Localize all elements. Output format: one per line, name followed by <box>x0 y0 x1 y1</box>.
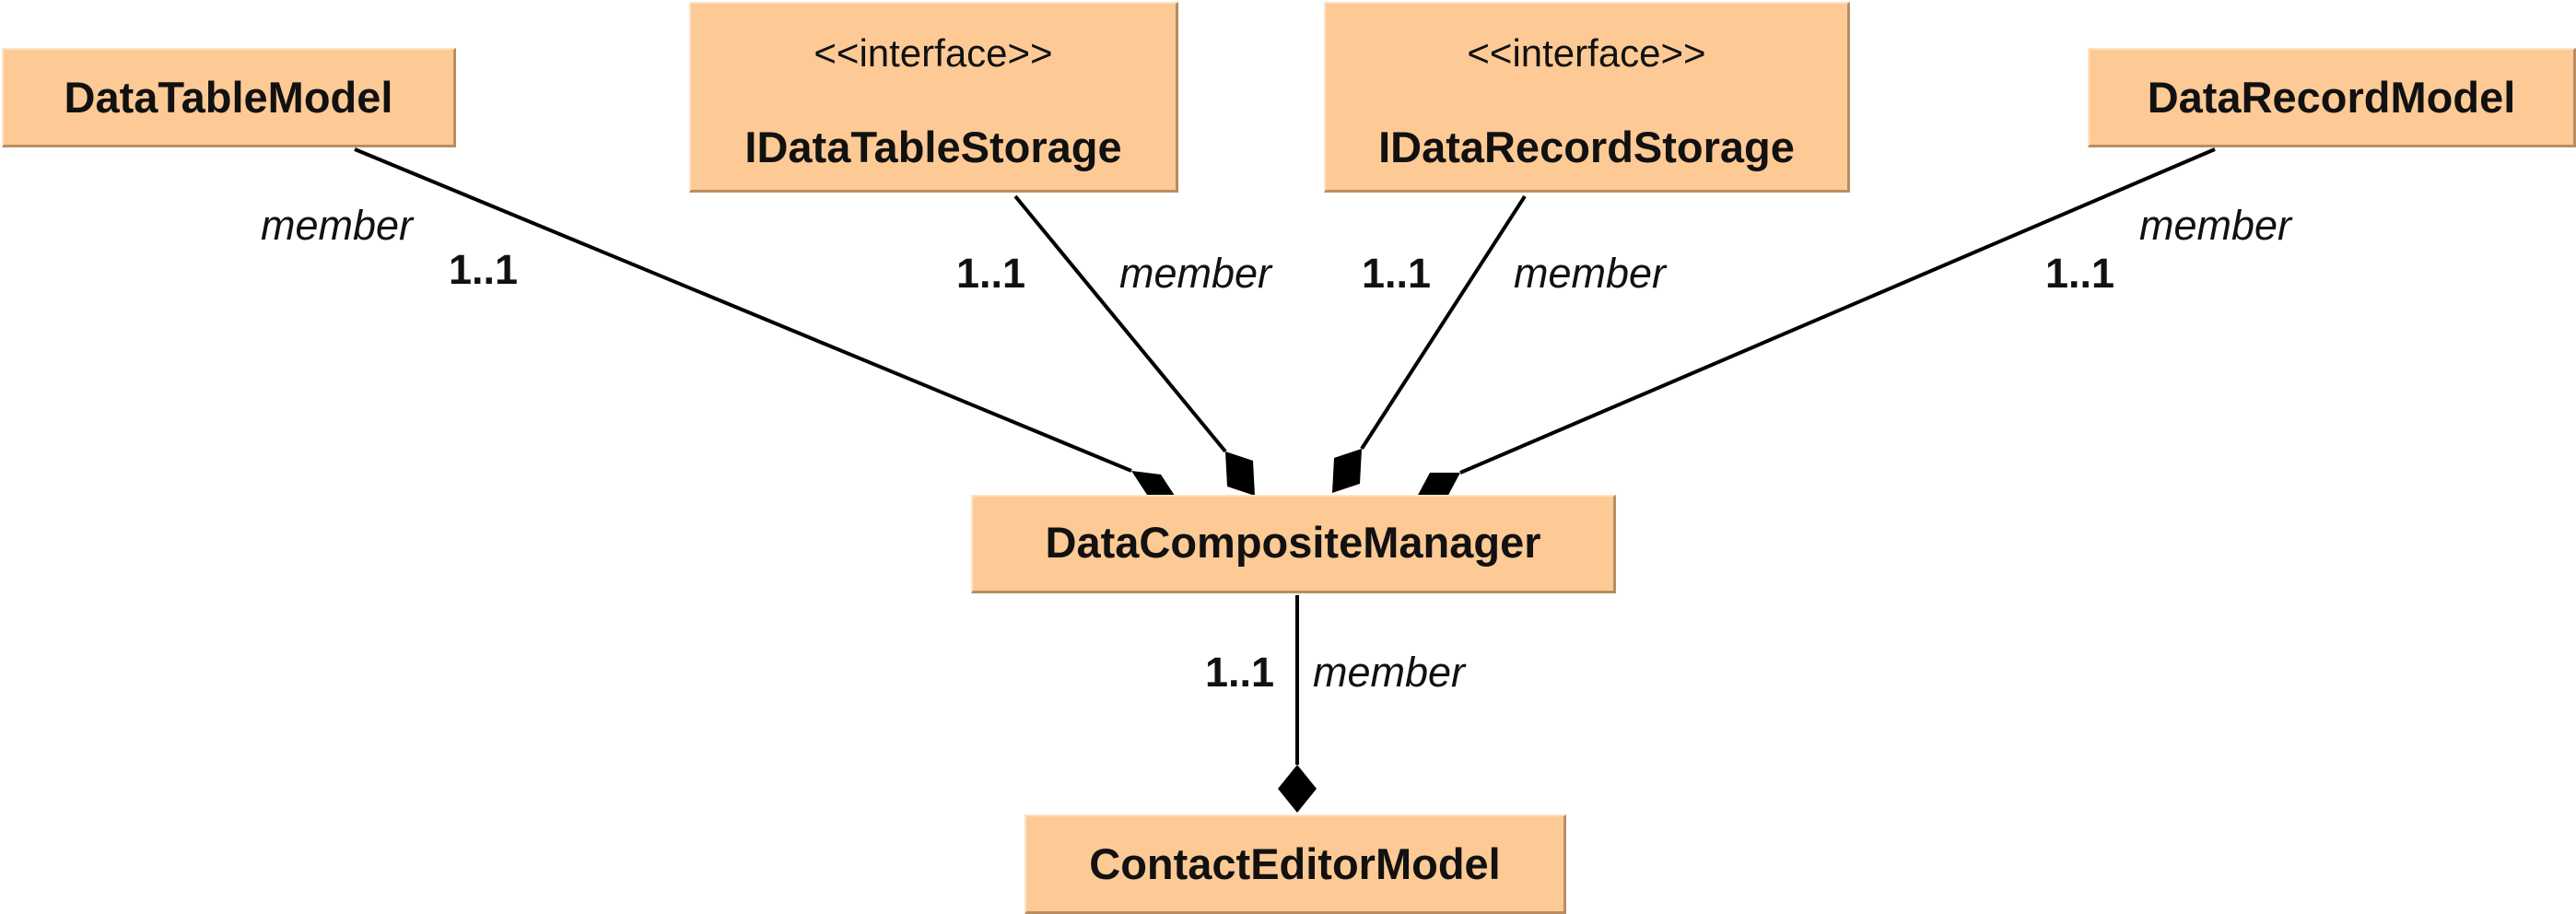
role-label-data-table-model: member <box>261 202 414 249</box>
class-name: DataTableModel <box>64 73 393 122</box>
class-idata-table-storage[interactable]: <<interface>> IDataTableStorage <box>689 2 1178 193</box>
association-line-idata-table-storage <box>1013 194 1227 453</box>
class-data-table-model[interactable]: DataTableModel <box>2 48 456 147</box>
class-name: DataCompositeManager <box>1045 518 1541 567</box>
class-stereotype: <<interface>> <box>814 31 1053 75</box>
class-data-record-model[interactable]: DataRecordModel <box>2088 48 2576 147</box>
composition-diamond-contact-editor-model <box>1278 765 1317 813</box>
class-name: IDataRecordStorage <box>1378 123 1795 171</box>
multiplicity-label-idata-record-storage: 1..1 <box>1362 250 1432 297</box>
class-name: ContactEditorModel <box>1089 839 1501 888</box>
composition-diamond-data-record-model <box>1416 473 1460 498</box>
composition-diamond-idata-record-storage <box>1332 449 1362 493</box>
class-name: IDataTableStorage <box>744 123 1122 171</box>
class-stereotype: <<interface>> <box>1467 31 1706 75</box>
multiplicity-label-data-record-model: 1..1 <box>2045 250 2115 297</box>
class-idata-record-storage[interactable]: <<interface>> IDataRecordStorage <box>1324 2 1850 193</box>
multiplicity-label-data-table-model: 1..1 <box>449 246 519 293</box>
composition-diamond-idata-table-storage <box>1225 451 1255 496</box>
composition-diamond-data-table-model <box>1131 471 1177 498</box>
role-label-data-record-model: member <box>2139 202 2292 249</box>
class-name: DataRecordModel <box>2147 73 2516 122</box>
role-label-data-composite-manager: member <box>1313 649 1466 696</box>
association-line-data-table-model <box>354 147 1132 473</box>
role-label-idata-table-storage: member <box>1119 250 1272 297</box>
multiplicity-label-data-composite-manager: 1..1 <box>1205 649 1275 696</box>
association-line-idata-record-storage <box>1360 194 1527 451</box>
class-contact-editor-model[interactable]: ContactEditorModel <box>1025 814 1566 914</box>
role-label-idata-record-storage: member <box>1514 250 1667 297</box>
class-data-composite-manager[interactable]: DataCompositeManager <box>971 495 1616 593</box>
association-line-data-record-model <box>1459 147 2216 475</box>
multiplicity-label-idata-table-storage: 1..1 <box>956 250 1026 297</box>
